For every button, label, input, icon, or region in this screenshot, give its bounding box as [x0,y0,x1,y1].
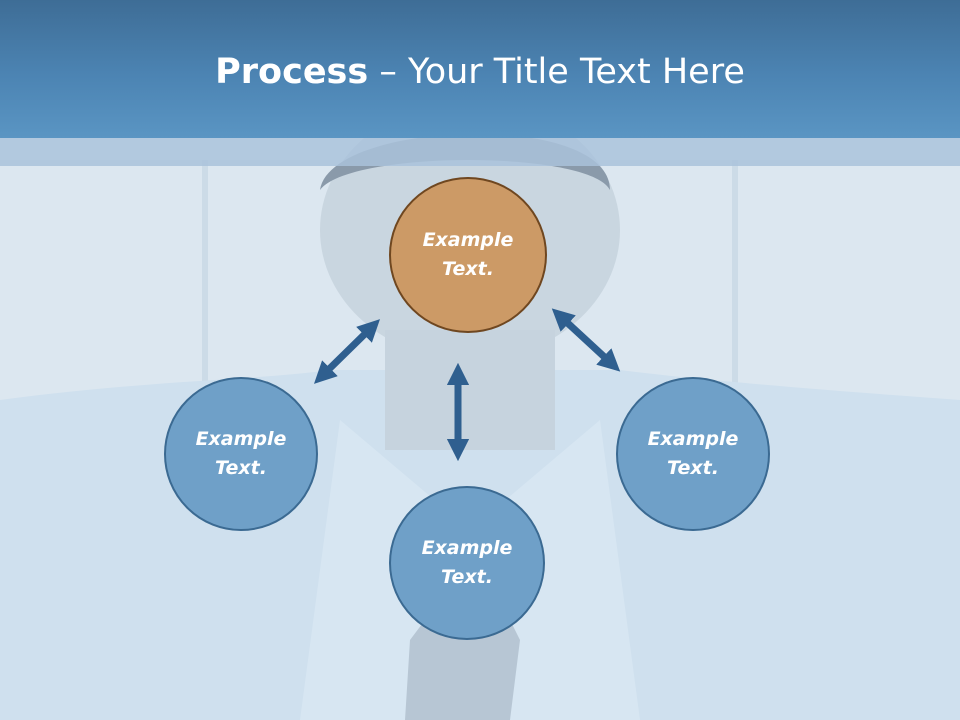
title-rest: – Your Title Text Here [368,52,745,92]
node-top-label: Example Text. [422,229,514,280]
node-bottom: Example Text. [389,486,545,640]
node-right: Example Text. [616,377,770,531]
arrow-top-left [314,319,380,384]
slide-title: Process – Your Title Text Here [0,52,960,92]
title-bar [0,0,960,138]
node-left: Example Text. [164,377,318,531]
node-right-label: Example Text. [647,428,739,479]
title-bold: Process [215,52,369,92]
title-strip [0,138,960,166]
node-top: Example Text. [389,177,547,333]
arrow-top-right [551,308,621,372]
node-left-label: Example Text. [195,428,287,479]
node-bottom-label: Example Text. [421,537,513,588]
